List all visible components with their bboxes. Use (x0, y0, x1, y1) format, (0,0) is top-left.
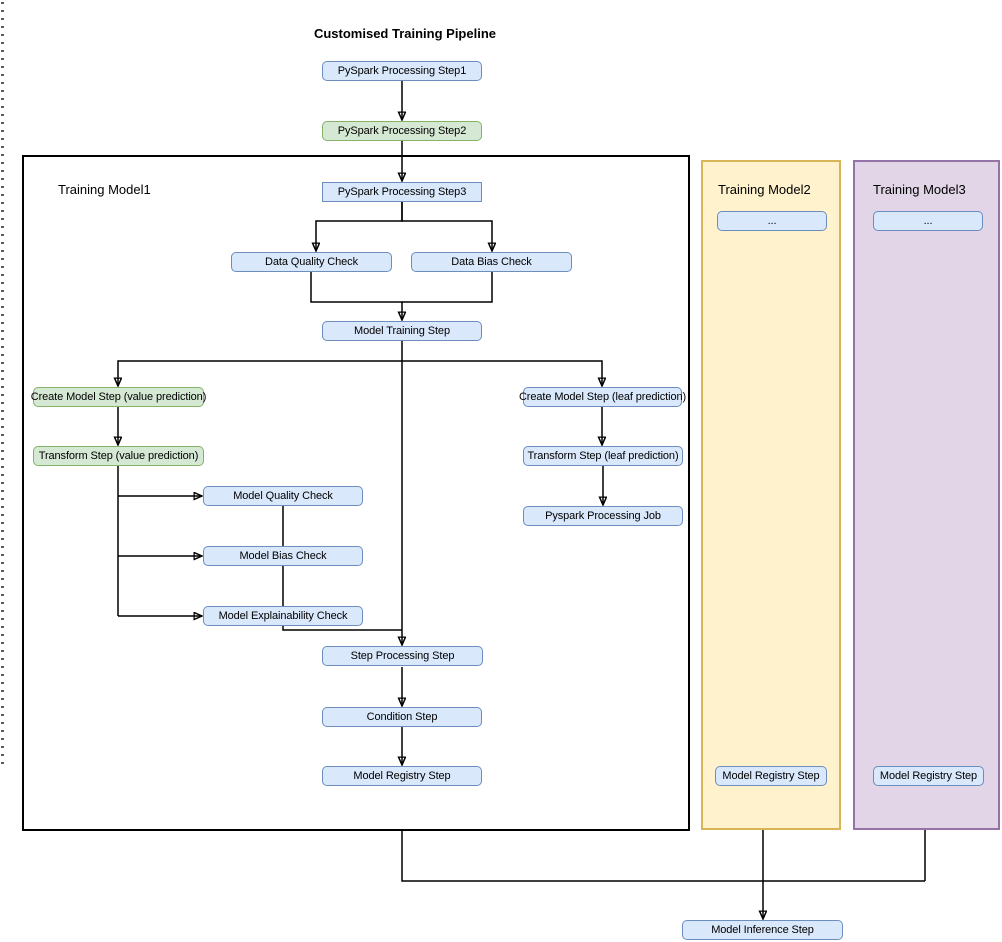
edge-model1-bus (401, 831, 925, 882)
node-step-processing-step[interactable]: Step Processing Step (322, 646, 483, 666)
node-label: Model Quality Check (233, 490, 333, 502)
node-label: PySpark Processing Step2 (337, 125, 467, 137)
node-model-registry-step-model1[interactable]: Model Registry Step (322, 766, 482, 786)
node-model-inference-step[interactable]: Model Inference Step (682, 920, 843, 940)
node-pyspark-processing-step2[interactable]: PySpark Processing Step2 (322, 121, 482, 141)
node-pyspark-processing-step1[interactable]: PySpark Processing Step1 (322, 61, 482, 81)
node-label: ... (923, 215, 933, 227)
node-label: ... (767, 215, 777, 227)
container-training-model2[interactable]: Training Model2 (701, 160, 841, 830)
node-ellipsis-model2[interactable]: ... (717, 211, 827, 231)
node-label: PySpark Processing Step1 (337, 65, 467, 77)
node-transform-step-leaf[interactable]: Transform Step (leaf prediction) (523, 446, 683, 466)
node-model-registry-step-model3[interactable]: Model Registry Step (873, 766, 984, 786)
node-label: Pyspark Processing Job (545, 510, 661, 522)
node-model-explainability-check[interactable]: Model Explainability Check (203, 606, 363, 626)
container-label: Training Model1 (58, 182, 151, 197)
node-label: Transform Step (leaf prediction) (527, 450, 679, 462)
node-label: Model Registry Step (722, 770, 820, 782)
node-data-quality-check[interactable]: Data Quality Check (231, 252, 392, 272)
node-label: Transform Step (value prediction) (38, 450, 199, 462)
node-create-model-step-leaf[interactable]: Create Model Step (leaf prediction) (519, 387, 686, 407)
node-pyspark-processing-job[interactable]: Pyspark Processing Job (523, 506, 683, 526)
container-label: Training Model2 (718, 182, 811, 197)
node-transform-step-value[interactable]: Transform Step (value prediction) (33, 446, 204, 466)
page-boundary-dotted-line (1, 2, 4, 764)
node-pyspark-processing-step3[interactable]: PySpark Processing Step3 (322, 182, 482, 202)
node-label: Step Processing Step (350, 650, 455, 662)
node-model-quality-check[interactable]: Model Quality Check (203, 486, 363, 506)
node-label: Model Registry Step (353, 770, 451, 782)
node-label: Model Training Step (354, 325, 450, 337)
container-training-model3[interactable]: Training Model3 (853, 160, 1000, 830)
container-label: Training Model3 (873, 182, 966, 197)
node-label: Data Quality Check (265, 256, 358, 268)
node-model-training-step[interactable]: Model Training Step (322, 321, 482, 341)
node-label: Model Registry Step (879, 770, 978, 782)
node-create-model-step-value[interactable]: Create Model Step (value prediction) (30, 387, 207, 407)
node-data-bias-check[interactable]: Data Bias Check (411, 252, 572, 272)
diagram-title: Customised Training Pipeline (313, 26, 497, 41)
node-label: Create Model Step (value prediction) (30, 391, 207, 403)
node-ellipsis-model3[interactable]: ... (873, 211, 983, 231)
node-label: PySpark Processing Step3 (337, 186, 467, 198)
node-label: Model Bias Check (239, 550, 327, 562)
node-label: Model Inference Step (711, 924, 814, 936)
node-model-registry-step-model2[interactable]: Model Registry Step (715, 766, 827, 786)
node-label: Create Model Step (leaf prediction) (518, 391, 687, 403)
node-model-bias-check[interactable]: Model Bias Check (203, 546, 363, 566)
node-label: Condition Step (366, 711, 438, 723)
node-condition-step[interactable]: Condition Step (322, 707, 482, 727)
node-label: Model Explainability Check (218, 610, 348, 622)
node-label: Data Bias Check (451, 256, 532, 268)
